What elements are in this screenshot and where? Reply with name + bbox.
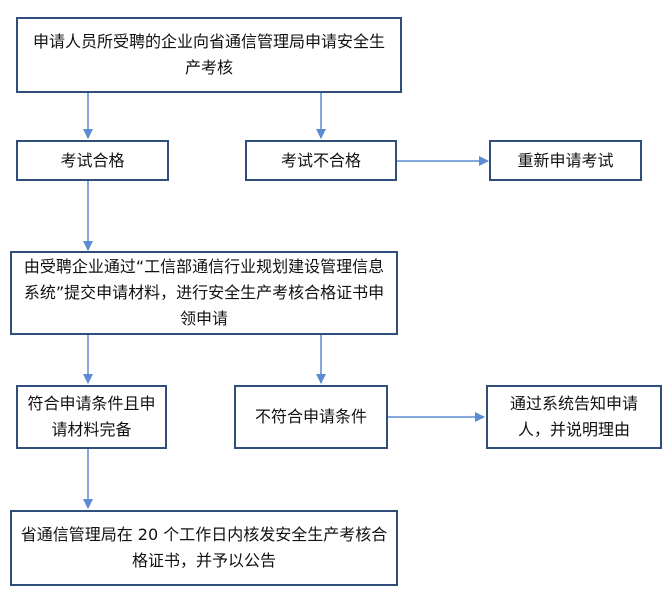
apply-text: 申请人员所受聘的企业向省通信管理局申请安全生产考核 [32, 32, 385, 77]
qualified-box: 符合申请条件且申请材料完备 [16, 385, 167, 449]
apply-box: 申请人员所受聘的企业向省通信管理局申请安全生产考核 [16, 17, 402, 93]
fail-text: 考试不合格 [280, 150, 361, 170]
submit-text: 由受聘企业通过“工信部通信行业规划建设管理信息系统”提交申请材料，进行安全生产考… [23, 257, 385, 328]
issue-box: 省通信管理局在 20 个工作日内核发安全生产考核合格证书，并予以公告 [10, 510, 398, 586]
reapply-text: 重新申请考试 [517, 150, 614, 170]
submit-box: 由受聘企业通过“工信部通信行业规划建设管理信息系统”提交申请材料，进行安全生产考… [10, 251, 398, 335]
fail-box: 考试不合格 [245, 140, 397, 181]
qualified-text: 符合申请条件且申请材料完备 [27, 394, 156, 439]
reapply-box: 重新申请考试 [489, 140, 642, 181]
unqualified-text: 不符合申请条件 [254, 407, 367, 426]
unqualified-box: 不符合申请条件 [234, 385, 388, 449]
notify-box: 通过系统告知申请人，并说明理由 [486, 385, 662, 449]
notify-text: 通过系统告知申请人，并说明理由 [509, 394, 638, 439]
pass-box: 考试合格 [16, 140, 169, 181]
issue-text: 省通信管理局在 20 个工作日内核发安全生产考核合格证书，并予以公告 [20, 525, 388, 570]
pass-text: 考试合格 [60, 150, 125, 170]
